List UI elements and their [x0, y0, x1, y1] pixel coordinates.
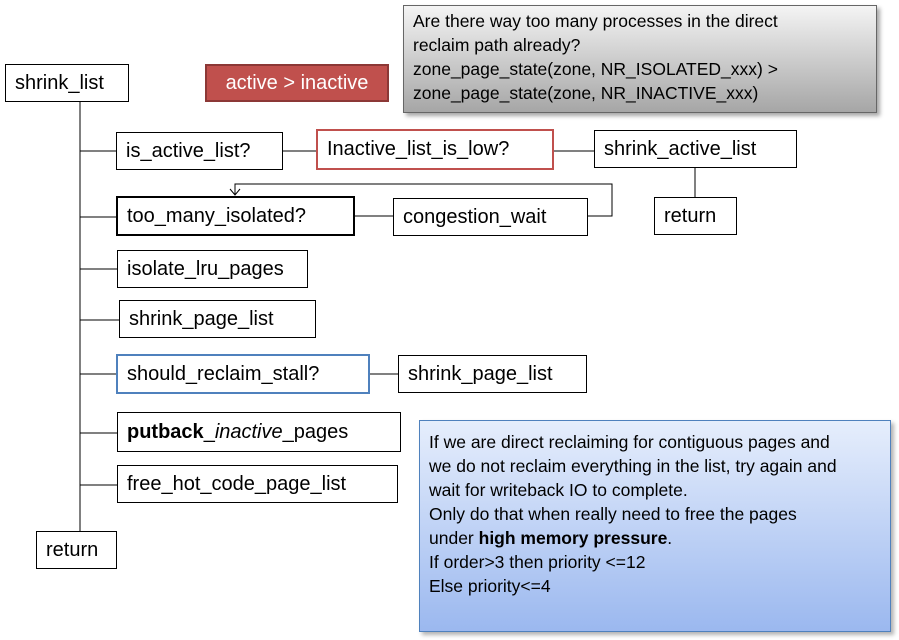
node-should-reclaim-stall: should_reclaim_stall?: [116, 354, 370, 394]
node-free-hot-code-page-list: free_hot_code_page_list: [117, 465, 398, 503]
note-stall-line: Else priority<=4: [429, 576, 551, 596]
loop-back-line: [234, 183, 613, 217]
putback-bold-text: putback: [127, 420, 204, 443]
note-isolated-line: zone_page_state(zone, NR_INACTIVE_xxx): [413, 83, 759, 103]
node-return-right: return: [654, 197, 737, 235]
note-stall-bold: high memory pressure: [478, 528, 668, 548]
note-stall-line: If we are direct reclaiming for contiguo…: [429, 432, 830, 452]
node-return-bottom: return: [36, 531, 117, 569]
node-shrink-page-list-2: shrink_page_list: [398, 355, 587, 393]
note-stall-line: under high memory pressure.: [429, 526, 881, 550]
node-shrink-page-list: shrink_page_list: [119, 300, 316, 338]
loop-back-arrowhead: [229, 188, 241, 196]
node-shrink-active-list: shrink_active_list: [594, 130, 797, 168]
note-stall-line: wait for writeback IO to complete.: [429, 480, 688, 500]
putback-separator: _: [203, 420, 215, 443]
note-stall-line: we do not reclaim everything in the list…: [429, 456, 837, 476]
note-stall-line: Only do that when really need to free th…: [429, 504, 797, 524]
node-shrink-list: shrink_list: [5, 64, 129, 102]
node-congestion-wait: congestion_wait: [393, 198, 588, 236]
node-too-many-isolated: too_many_isolated?: [116, 196, 355, 236]
node-inactive-list-is-low: Inactive_list_is_low?: [316, 129, 554, 170]
node-is-active-list: is_active_list?: [116, 132, 283, 170]
putback-italic-text: inactive: [214, 420, 283, 443]
note-isolated-line: zone_page_state(zone, NR_ISOLATED_xxx) >: [413, 59, 778, 79]
note-stall-line: If order>3 then priority <=12: [429, 552, 646, 572]
putback-suffix-text: _pages: [282, 420, 349, 443]
note-stall-pre: under: [429, 528, 479, 548]
note-isolated-line: Are there way too many processes in the …: [413, 11, 778, 31]
note-should-reclaim-stall: If we are direct reclaiming for contiguo…: [419, 420, 891, 632]
node-putback-inactive-pages: putback_inactive_pages: [117, 412, 401, 452]
note-too-many-isolated: Are there way too many processes in the …: [403, 5, 877, 113]
active-greater-inactive-tag: active > inactive: [205, 64, 389, 102]
note-stall-post: .: [667, 528, 673, 548]
node-isolate-lru-pages: isolate_lru_pages: [117, 250, 308, 288]
note-isolated-line: reclaim path already?: [413, 35, 581, 55]
